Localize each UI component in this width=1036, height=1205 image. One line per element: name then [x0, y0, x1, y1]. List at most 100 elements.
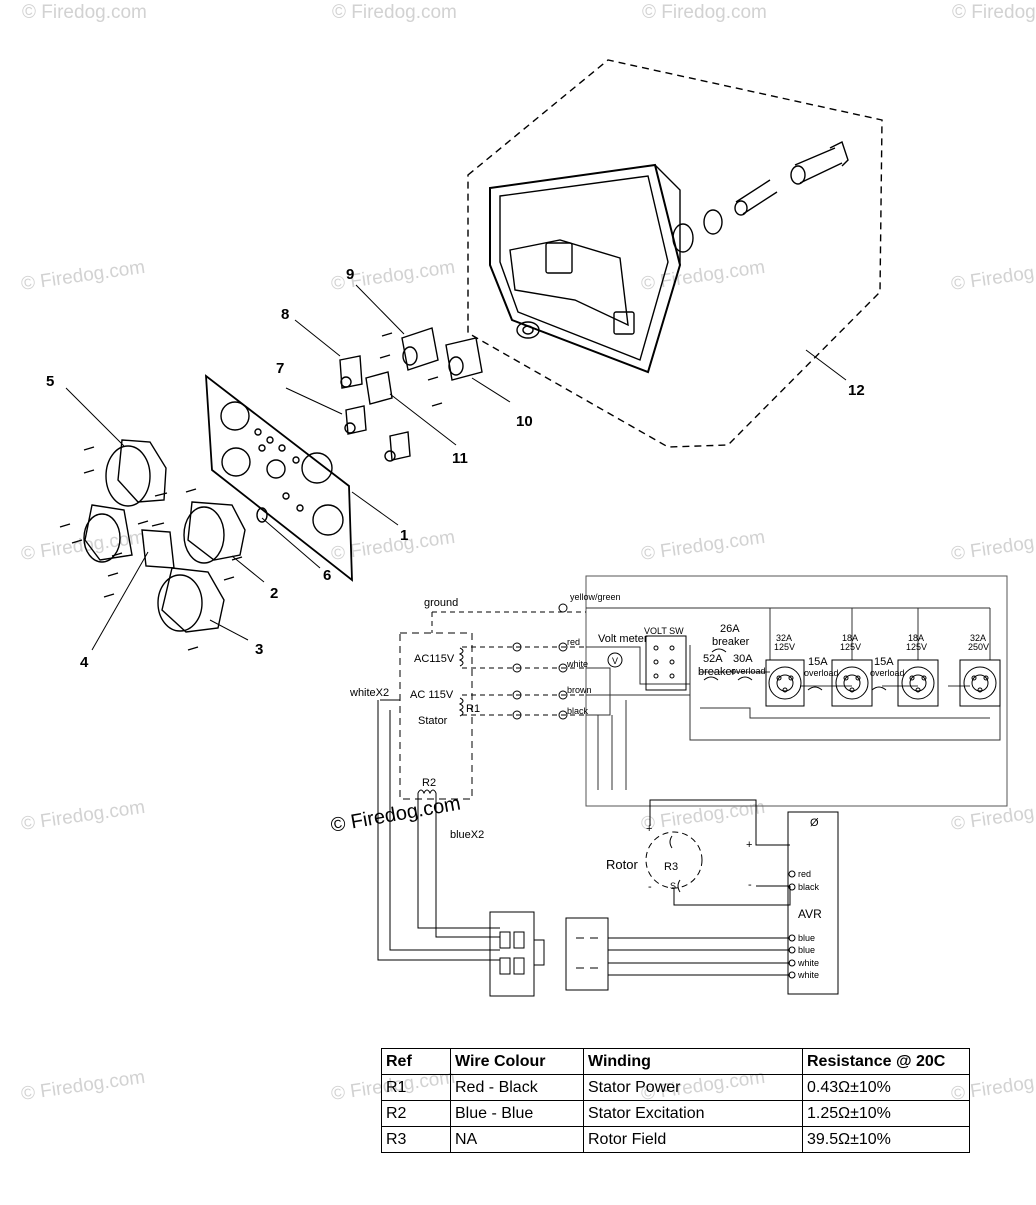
receptacles — [83, 439, 246, 633]
breaker-26a-symbol — [711, 648, 727, 653]
cell-resistance: 39.5Ω±10% — [802, 1126, 970, 1153]
callout-12: 12 — [848, 382, 865, 399]
callout-6: 6 — [323, 567, 331, 584]
table-row: R3 NA Rotor Field 39.5Ω±10% — [381, 1126, 970, 1153]
wiring-labels: ground AC115V AC 115V R1 Stator whiteX2 … — [329, 592, 989, 980]
label-rotor: Rotor — [606, 857, 638, 872]
callout-2: 2 — [270, 585, 278, 602]
avr-minus: - — [748, 879, 752, 891]
screws — [59, 332, 443, 651]
avr-box — [787, 811, 839, 995]
callout-9: 9 — [346, 266, 354, 283]
receptacle-2-amp: 18A — [842, 633, 858, 643]
callout-7: 7 — [276, 360, 284, 377]
volt-switch — [645, 635, 687, 691]
label-r3: R3 — [664, 861, 678, 873]
label-30a: 30A — [733, 653, 753, 665]
wire-label-brown: brown — [567, 685, 592, 695]
table-row: R1 Red - Black Stator Power 0.43Ω±10% — [381, 1074, 970, 1101]
wire-label-yellow-green: yellow/green — [570, 592, 621, 602]
cell-winding: Stator Power — [583, 1074, 803, 1101]
watermark: © Firedog.com — [950, 527, 1036, 565]
label-volt-meter: Volt meter — [598, 633, 648, 645]
rotor-plus: + — [646, 823, 652, 835]
wire-label-red: red — [567, 637, 580, 647]
receptacle-4-amp: 32A — [970, 633, 986, 643]
callout-5: 5 — [46, 373, 54, 390]
control-box — [489, 163, 682, 374]
avr-terminal-blue: blue — [798, 933, 815, 943]
callout-3: 3 — [255, 641, 263, 658]
wire-label-white: white — [566, 659, 588, 669]
watermark: © Firedog.com — [640, 257, 767, 295]
cell-ref: R3 — [381, 1126, 451, 1153]
receptacle-1-amp: 32A — [776, 633, 792, 643]
resistance-table: Ref Wire Colour Winding Resistance @ 20C… — [381, 1048, 970, 1153]
receptacle-3-amp: 18A — [908, 633, 924, 643]
housing-outline — [467, 59, 883, 448]
cell-resistance: 0.43Ω±10% — [802, 1074, 970, 1101]
cell-wire-colour: Red - Black — [450, 1074, 584, 1101]
grommet-parts — [516, 141, 849, 339]
cell-winding: Stator Excitation — [583, 1100, 803, 1127]
overload-15a-symbol — [871, 686, 887, 691]
header-ref: Ref — [381, 1048, 451, 1075]
breaker-52a-symbol — [703, 676, 719, 681]
label-ac115v-top: AC115V — [414, 653, 455, 665]
receptacle-1-volt: 125V — [774, 642, 795, 652]
cell-ref: R1 — [381, 1074, 451, 1101]
face-plate — [204, 374, 353, 582]
coil-r2 — [417, 789, 437, 795]
stator-box — [399, 632, 473, 800]
overload-15a-symbol — [807, 686, 823, 691]
exploded-view — [59, 59, 883, 651]
label-15a-2-overload: overload — [870, 668, 905, 678]
callout-10: 10 — [516, 413, 533, 430]
watermark: © Firedog.com — [332, 2, 457, 23]
avr-symbol: Ø — [810, 817, 819, 829]
label-52a: 52A — [703, 653, 723, 665]
avr-plus: + — [746, 839, 752, 851]
label-26a: 26A — [720, 623, 740, 635]
cell-wire-colour: NA — [450, 1126, 584, 1153]
label-r2: R2 — [422, 777, 436, 789]
watermark: © Firedog.com — [20, 1067, 147, 1105]
cell-resistance: 1.25Ω±10% — [802, 1100, 970, 1127]
label-15a-1-overload: overload — [804, 668, 839, 678]
avr-terminal-blue: blue — [798, 945, 815, 955]
avr-terminals — [788, 870, 796, 979]
callout-11: 11 — [452, 450, 468, 467]
receptacle-2-volt: 125V — [840, 642, 861, 652]
callouts: 1 2 3 4 5 6 7 8 9 10 11 12 — [46, 266, 865, 671]
avr-terminal-white: white — [797, 958, 819, 968]
label-bluex2: blueX2 — [450, 829, 484, 841]
watermark: © Firedog.com — [20, 257, 147, 295]
header-wire-colour: Wire Colour — [450, 1048, 584, 1075]
avr-terminal-red: red — [798, 869, 811, 879]
avr-terminal-white: white — [797, 970, 819, 980]
excitation-wires — [377, 699, 500, 961]
label-26a-breaker: breaker — [712, 636, 750, 648]
watermark: © Firedog.com — [640, 527, 767, 565]
connector-blocks — [489, 911, 790, 997]
table-header-row: Ref Wire Colour Winding Resistance @ 20C — [381, 1048, 970, 1075]
watermark: © Firedog.com — [950, 257, 1036, 295]
label-whitex2: whiteX2 — [349, 687, 389, 699]
watermark: © Firedog.com — [330, 527, 457, 565]
callout-8: 8 — [281, 306, 289, 323]
watermark: © Firedog.com — [22, 2, 147, 23]
label-v: V — [612, 656, 618, 666]
rotor-s: S — [670, 881, 676, 891]
volt-switch-contacts — [653, 645, 675, 679]
label-r1: R1 — [466, 703, 480, 715]
avr-title: AVR — [798, 907, 822, 921]
header-winding: Winding — [583, 1048, 803, 1075]
watermark: © Firedog.com — [20, 797, 147, 835]
receptacle-3-volt: 125V — [906, 642, 927, 652]
watermark: © Firedog.com — [642, 2, 767, 23]
panel-wiring — [586, 607, 1001, 790]
cell-ref: R2 — [381, 1100, 451, 1127]
callout-4: 4 — [80, 654, 89, 671]
breakers-switches — [256, 327, 483, 523]
